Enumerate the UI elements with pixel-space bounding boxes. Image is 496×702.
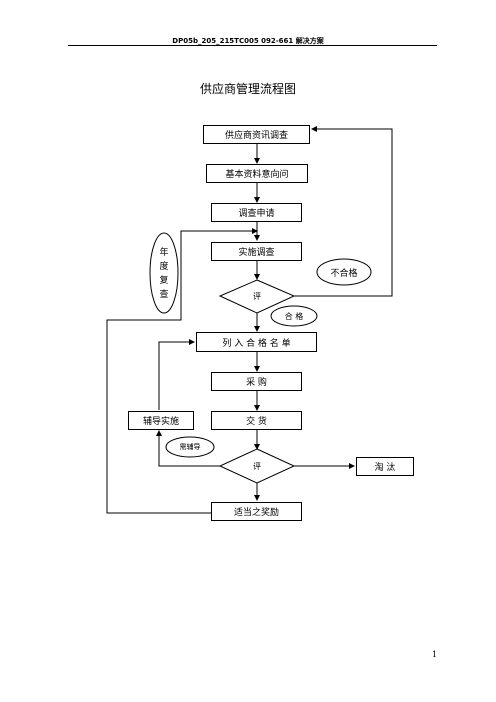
node-eliminate: 淘 汰	[356, 457, 414, 476]
node-implement: 实施调查	[211, 242, 302, 261]
node-apply: 调查申请	[211, 203, 302, 222]
node-purchase: 采 购	[211, 372, 302, 391]
eval1-label: 评	[253, 291, 261, 301]
annual-review-char: 查	[159, 290, 169, 300]
arrow-guidance-to-list	[158, 339, 195, 410]
node-supplier-survey: 供应商资讯调查	[203, 125, 310, 144]
qualified-oval	[270, 305, 318, 327]
eval2-label: 评	[253, 461, 261, 471]
node-basic-info: 基本资料意向问	[206, 164, 308, 183]
node-delivery: 交 货	[211, 411, 302, 430]
annual-review-char: 年	[159, 248, 169, 258]
document-header: DP05b_205_215TC005 092-661 解决方案	[172, 37, 324, 45]
annual-review-oval	[149, 232, 179, 314]
node-qualified-list: 列 入 合 格 名 单	[196, 332, 317, 352]
need-guidance-label: 需辅导	[179, 443, 201, 451]
not-qualified-label: 不合格	[330, 268, 358, 279]
arrow-need-guidance	[156, 430, 220, 467]
not-qualified-oval	[316, 258, 372, 286]
node-reward: 适当之奖励	[211, 502, 302, 521]
annual-review-char: 复	[159, 276, 169, 286]
annual-review-char: 度	[159, 262, 169, 272]
page-title: 供应商管理流程图	[199, 82, 296, 96]
page-number: 1	[432, 650, 438, 659]
header-rule	[68, 45, 437, 46]
arrow-not-qualified-loop	[294, 126, 393, 297]
qualified-label: 合 格	[284, 311, 304, 321]
annual-review-label: 年 度 复 查	[150, 245, 178, 303]
eval2-diamond	[218, 448, 296, 484]
need-guidance-oval	[165, 436, 215, 458]
arrow-annual-review-loop	[106, 228, 258, 514]
eval1-diamond	[218, 279, 296, 314]
node-guidance: 辅导实施	[128, 411, 194, 430]
